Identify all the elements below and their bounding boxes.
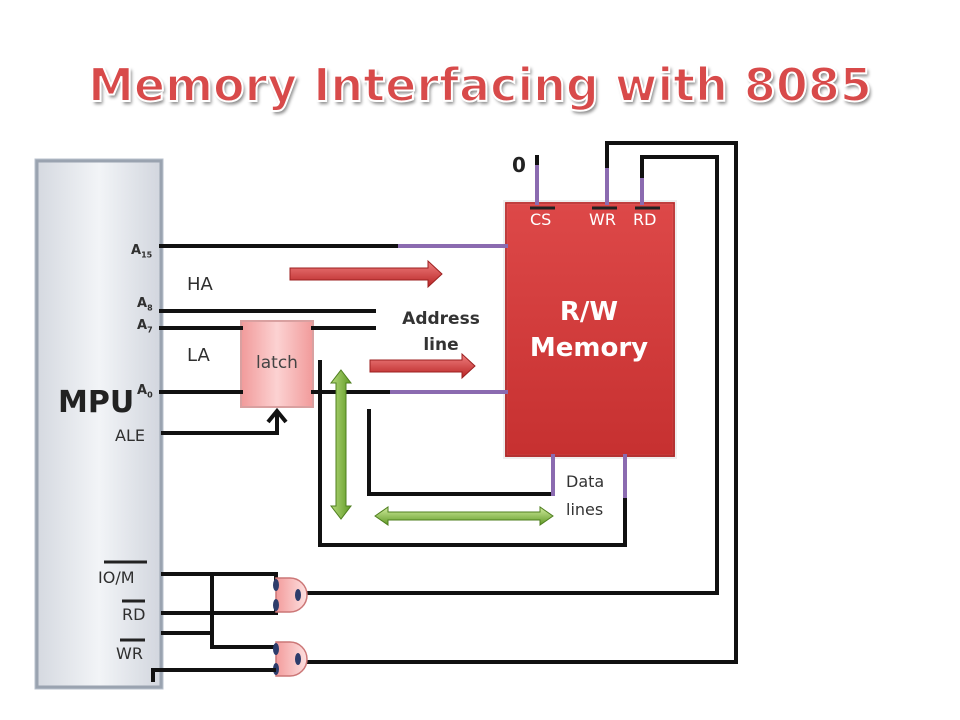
latch-block: [240, 320, 314, 408]
latch-label: latch: [256, 353, 298, 373]
pin-io-m-label: IO/M: [98, 568, 135, 587]
high-address-label: HA: [187, 274, 213, 295]
pin-rd-label: RD: [122, 605, 146, 624]
memory-pin-cs-label: CS: [530, 210, 552, 229]
address-arrow-high: [289, 259, 443, 289]
and-gate-2-icon: [273, 641, 308, 677]
data-lines-label-1: Data: [566, 472, 605, 491]
and-gate-1-icon: [273, 577, 308, 613]
pin-a8-label: A8: [137, 296, 153, 313]
mpu-control-wires: [151, 572, 278, 682]
cs-level-label: 0: [512, 153, 526, 177]
low-address-label: LA: [187, 345, 210, 366]
ale-wire: [161, 414, 279, 435]
mpu-block: [34, 158, 164, 690]
address-line-label: Address line: [396, 306, 486, 358]
arrow-up-icon: [266, 407, 288, 424]
address-arrow-low: [369, 352, 476, 380]
pin-a0-label: A0: [137, 383, 153, 400]
address-line-label-1: Address: [402, 309, 480, 329]
pin-ale-label: ALE: [115, 426, 145, 445]
pin-a7-label: A7: [137, 318, 153, 335]
data-arrow-horizontal: [374, 506, 554, 526]
memory-block: [503, 200, 677, 459]
memory-pin-rd-label: RD: [633, 210, 657, 229]
memory-pin-wr-label: WR: [589, 210, 616, 229]
memory-control-wires: [296, 141, 738, 664]
page-title: Memory Interfacing with 8085: [87, 57, 873, 113]
data-wires: [318, 360, 627, 547]
pin-a15-label: A15: [131, 243, 153, 260]
gate-input-wires: [153, 631, 276, 672]
address-wires: [159, 244, 508, 394]
memory-label: R/W Memory: [502, 294, 676, 366]
mpu-label: MPU: [58, 385, 135, 420]
memory-label-2: Memory: [529, 333, 649, 363]
data-lines-label: Data lines: [566, 468, 626, 524]
active-low-bars: [104, 206, 660, 642]
pin-wr-label: WR: [116, 644, 143, 663]
data-arrow-vertical: [329, 369, 353, 520]
data-lines-label-2: lines: [566, 500, 604, 519]
memory-label-1: R/W: [559, 297, 619, 327]
address-line-label-2: line: [423, 335, 459, 355]
